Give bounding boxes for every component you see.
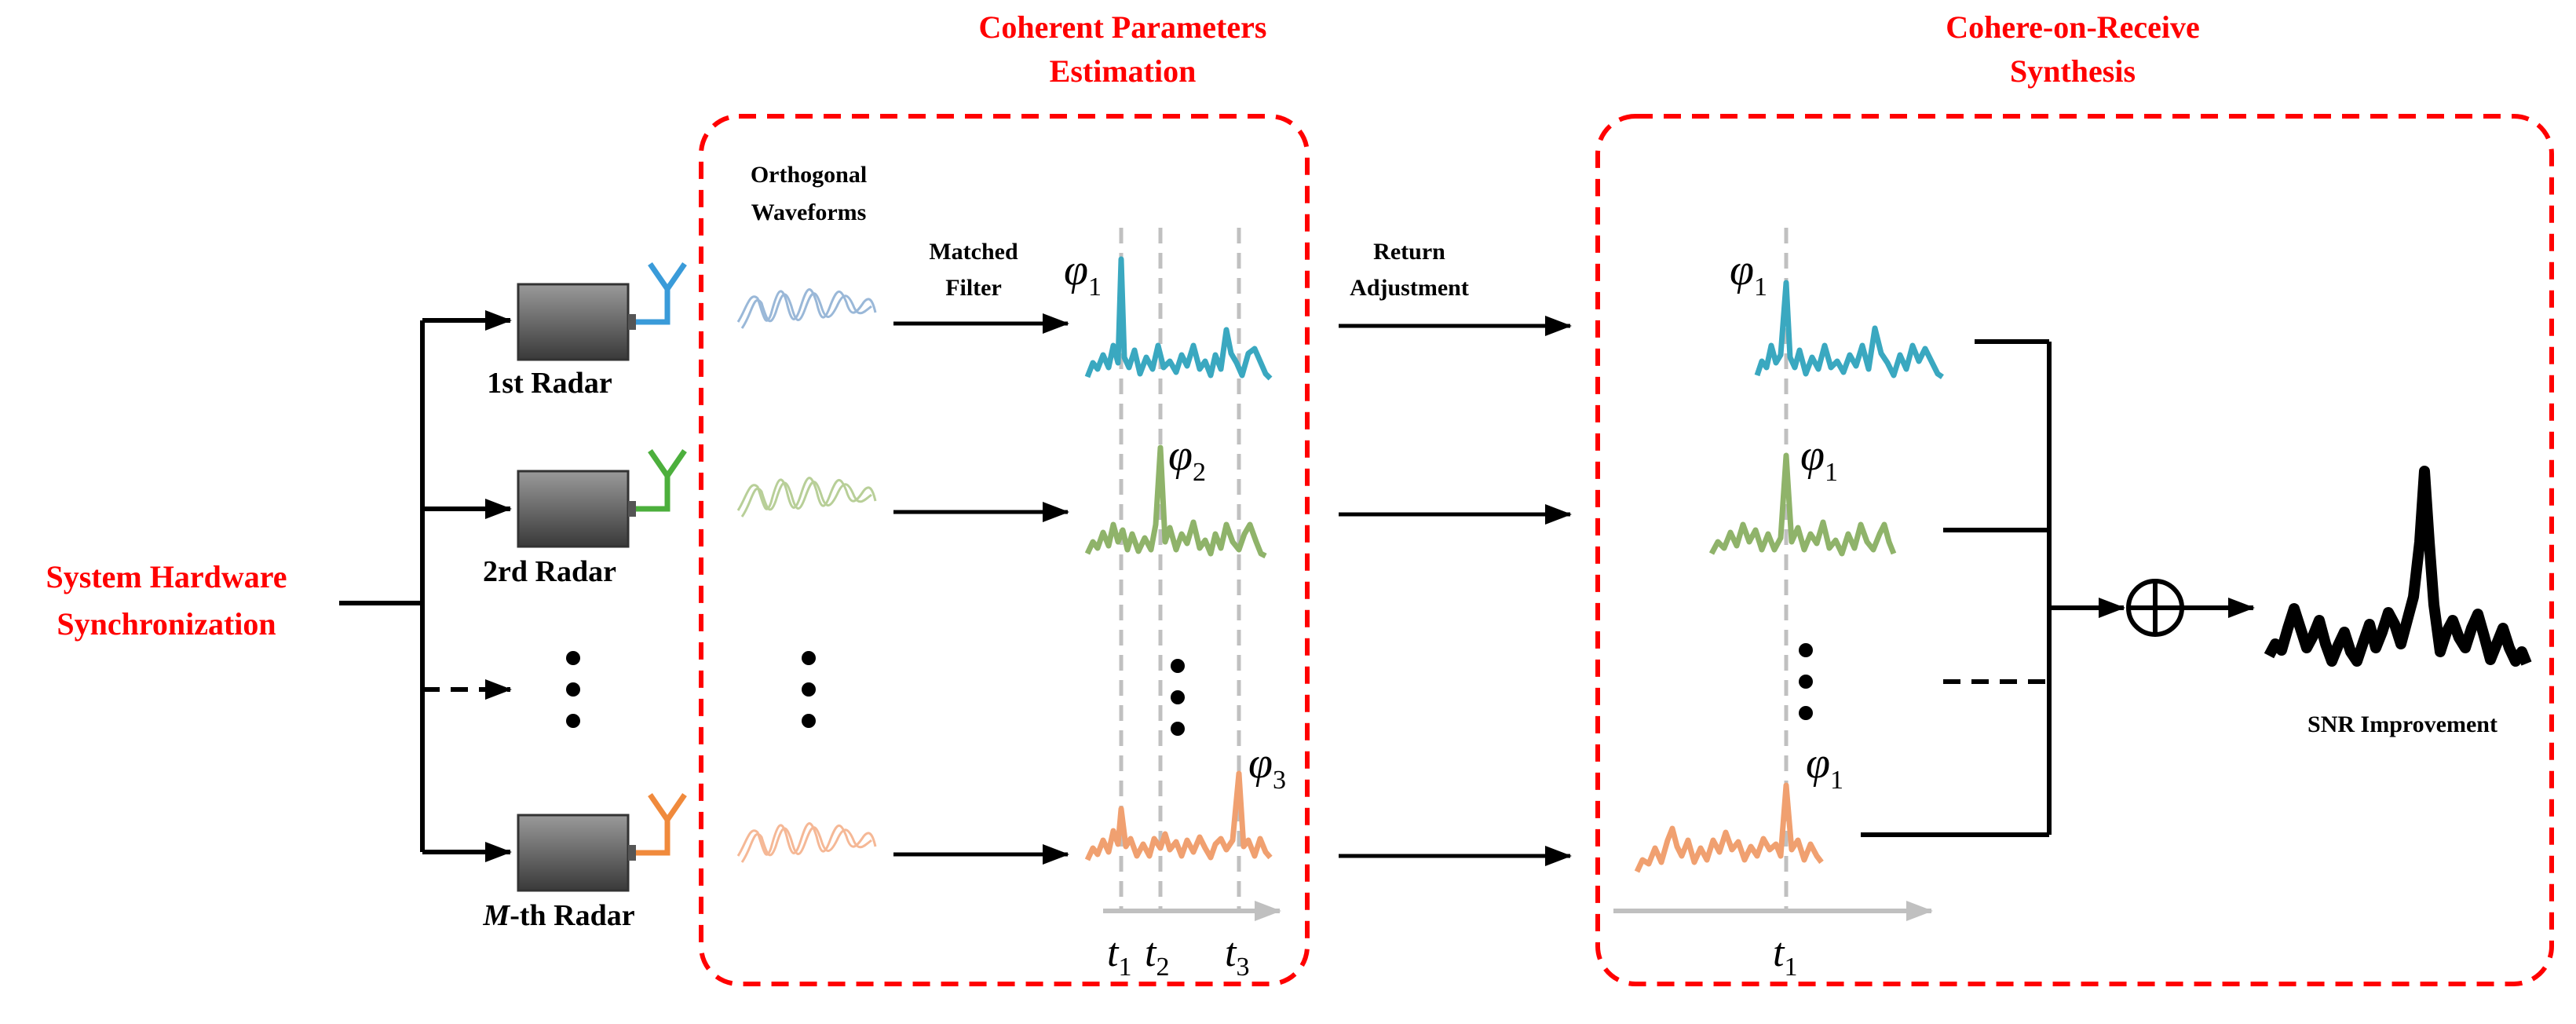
filter-output-m <box>1084 770 1273 861</box>
vertical-ellipsis-icon <box>802 651 816 728</box>
return-adjust-line1: Return <box>1373 239 1445 265</box>
radar-2: 2rd Radar <box>483 449 687 588</box>
radar-unit-icon <box>517 470 630 548</box>
synthesis-box <box>1595 114 2554 986</box>
filter-output-1 <box>1084 256 1273 381</box>
aligned-output-2 <box>1708 452 1897 557</box>
return-adjust-line2: Adjustment <box>1350 275 1469 301</box>
summation-icon <box>2126 579 2184 637</box>
t3-label-estimation: t3 <box>1225 931 1249 982</box>
matched-arrows <box>893 313 1069 865</box>
matched-filter-line2: Filter <box>945 275 1002 301</box>
sync-title-line1: System Hardware <box>46 559 287 594</box>
synthesis-title-line2: Synthesis <box>2010 53 2136 89</box>
radar-m: M-th Radar <box>482 793 687 932</box>
orthogonal-label-line2: Waveforms <box>751 199 867 225</box>
snr-label: SNR Improvement <box>2307 711 2497 737</box>
orthogonal-label-line1: Orthogonal <box>751 162 867 188</box>
synthesis-ellipsis <box>1799 643 1813 720</box>
matched-filter-line1: Matched <box>929 239 1018 265</box>
time-guides <box>1119 228 1241 911</box>
phi-1-estimation: φ1 <box>1064 246 1102 302</box>
waveform-2 <box>736 477 877 517</box>
vertical-ellipsis-icon <box>566 651 580 728</box>
radar-unit-icon <box>517 283 630 361</box>
aligned-output-m <box>1634 782 1824 873</box>
phi-1-synthesis-a: φ1 <box>1730 246 1767 302</box>
adjustment-arrows <box>1339 316 1572 866</box>
radar-m-label: M-th Radar <box>482 899 634 932</box>
vertical-ellipsis-icon <box>1799 643 1813 720</box>
estimation-title-line1: Coherent Parameters <box>979 9 1267 45</box>
estimation-title-line2: Estimation <box>1050 53 1197 89</box>
phi-3-estimation: φ3 <box>1248 739 1286 795</box>
sync-title-line2: Synchronization <box>57 606 276 642</box>
radar-ellipsis <box>566 651 580 728</box>
snr-signal <box>2264 466 2532 667</box>
t1-label-estimation: t1 <box>1107 931 1131 982</box>
vertical-ellipsis-icon <box>1171 659 1185 736</box>
phi-1-synthesis-c: φ1 <box>1806 739 1843 795</box>
phi-2-estimation: φ2 <box>1168 431 1206 487</box>
combiner-lines <box>1861 339 2125 837</box>
radar-unit-icon <box>517 814 630 892</box>
radar-2-label: 2rd Radar <box>483 555 616 588</box>
radar-1-label: 1st Radar <box>487 367 612 400</box>
waveform-m <box>736 822 877 863</box>
antenna-icon <box>636 449 687 512</box>
antenna-icon <box>636 262 687 325</box>
estimation-box <box>699 114 1310 986</box>
t1-label-synthesis: t1 <box>1773 931 1797 982</box>
synthesis-title-line1: Cohere-on-Receive <box>1946 9 2200 45</box>
aligned-output-1 <box>1754 280 1944 379</box>
waveform-ellipsis <box>802 651 816 728</box>
t2-label-estimation: t2 <box>1145 931 1169 982</box>
filter-ellipsis <box>1171 659 1185 736</box>
radar-1: 1st Radar <box>487 262 687 400</box>
phi-1-synthesis-b: φ1 <box>1800 431 1838 487</box>
antenna-icon <box>636 793 687 856</box>
filter-output-2 <box>1084 444 1267 559</box>
sync-tree <box>339 310 512 862</box>
waveform-1 <box>736 288 877 329</box>
